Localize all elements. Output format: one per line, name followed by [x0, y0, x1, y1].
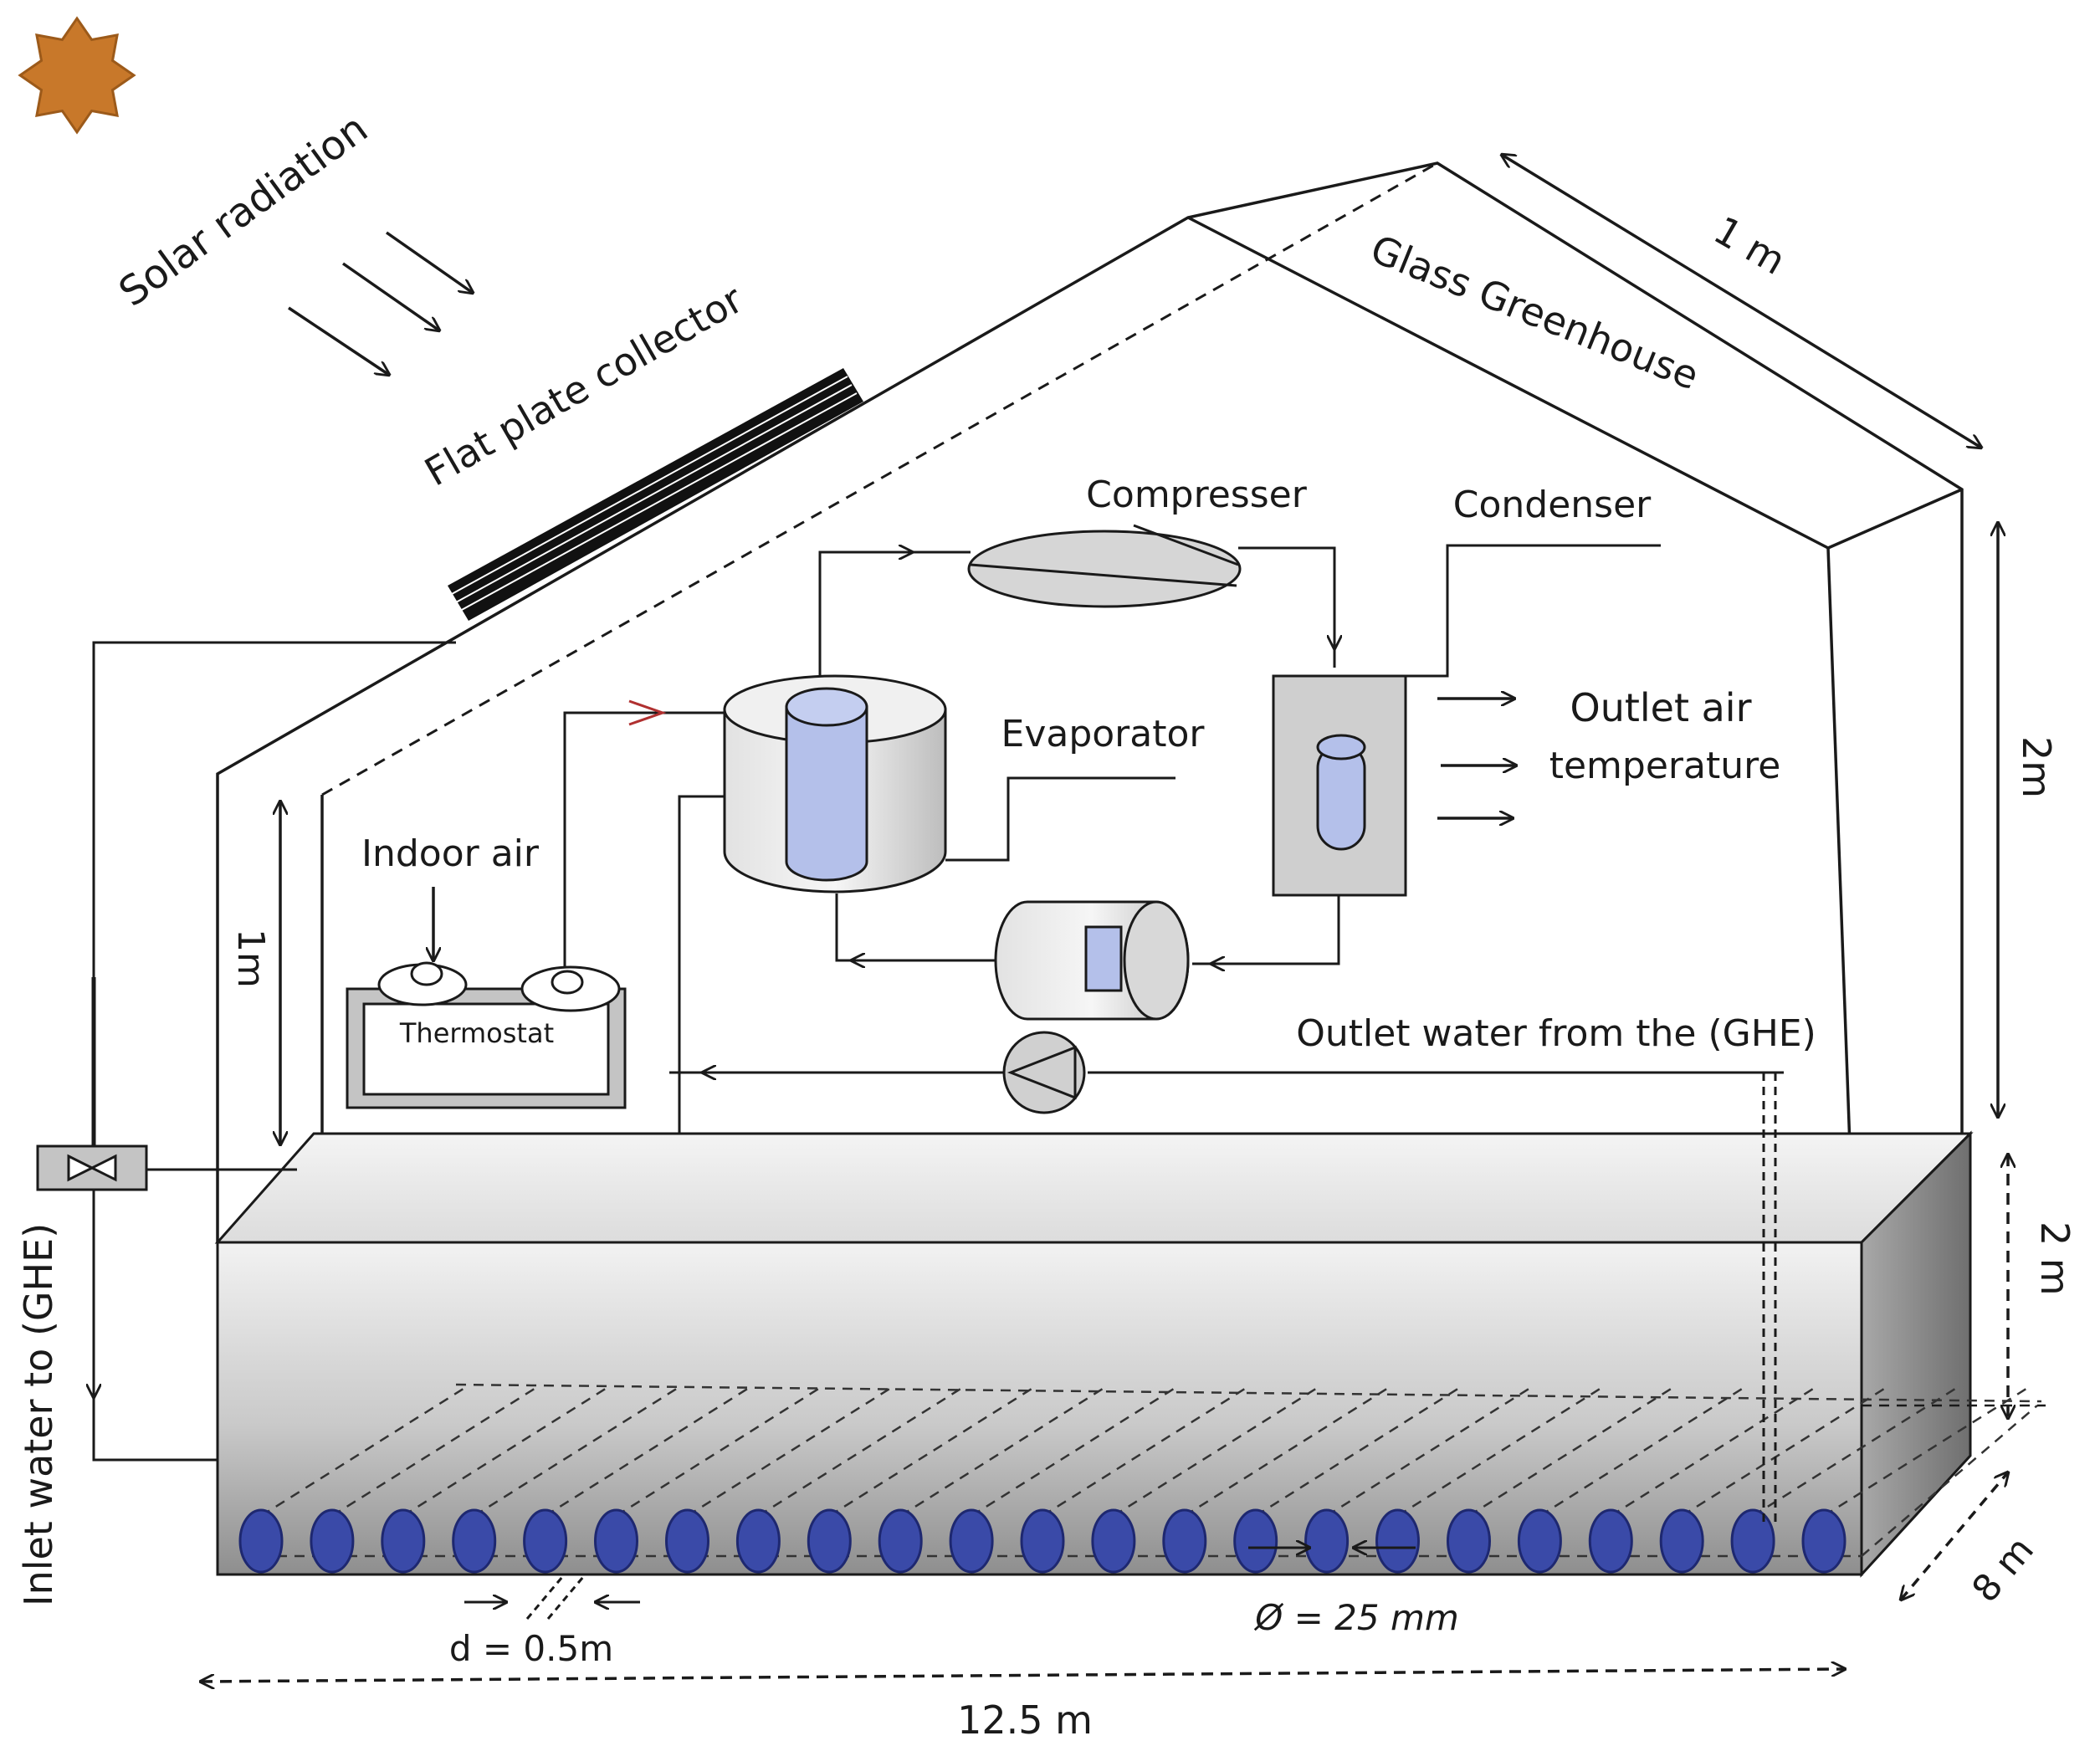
pipe-grid-line	[1823, 1385, 2030, 1518]
ground-pipe	[1091, 1508, 1136, 1574]
ground-pipe	[1304, 1508, 1350, 1574]
solar-radiation-arrows	[288, 231, 473, 375]
pipe-grid-line	[544, 1385, 751, 1518]
inlet-water-piping	[94, 641, 456, 1462]
pipe-grid-line	[1113, 1385, 1319, 1518]
pipe-grid-line	[331, 1385, 538, 1518]
evaporator	[723, 674, 947, 893]
pipe-grid-line	[1681, 1385, 1887, 1518]
diameter-label: Ø = 25 mm	[1253, 1597, 1459, 1638]
pipe-grid-line	[1042, 1385, 1248, 1518]
ground-heat-exchanger-box	[214, 1130, 1974, 1578]
evaporator-label: Evaporator	[1001, 713, 1206, 755]
spacing-label: d = 0.5m	[449, 1628, 613, 1669]
pipe-grid-line	[1184, 1385, 1391, 1518]
inlet-water-label: Inlet water to (GHE)	[16, 1223, 61, 1606]
width-label: 8 m	[1964, 1528, 2042, 1610]
ground-pipe	[807, 1508, 852, 1574]
pipe-grid-line	[474, 1385, 680, 1518]
heat-pump-piping	[563, 544, 1784, 1134]
pipe-grid-line	[402, 1385, 609, 1518]
ground-pipe	[1588, 1508, 1633, 1574]
pipe-grid-line	[1255, 1385, 1462, 1518]
glass-greenhouse-label: Glass Greenhouse	[1365, 226, 1705, 398]
valve-icon	[36, 1144, 148, 1191]
pipe-grid-line	[971, 1385, 1177, 1518]
ground-pipe	[1375, 1508, 1420, 1574]
ground-pipe	[878, 1508, 923, 1574]
pipe-grid-line	[828, 1385, 1035, 1518]
outlet-air-label: Outlet air	[1570, 685, 1751, 730]
ground-pipes	[238, 1508, 1846, 1574]
ground-pipe	[1517, 1508, 1562, 1574]
roof-dimension-label: 1 m	[1707, 207, 1794, 284]
sun-icon	[18, 16, 136, 135]
length-label: 12.5 m	[957, 1697, 1093, 1743]
greenhouse-outline	[216, 161, 1964, 1242]
ground-pipe	[1801, 1508, 1846, 1574]
spacing-dimension	[464, 1576, 640, 1620]
outlet-air-arrows	[1437, 699, 1516, 818]
wall-height-label: 2m	[2014, 736, 2059, 798]
pipe-grid-line	[1610, 1385, 1816, 1518]
pump-icon	[1002, 1031, 1086, 1114]
pipe-grid-line	[1325, 1385, 1533, 1518]
ground-pipe	[238, 1508, 284, 1574]
pipe-grid-line	[1539, 1385, 1746, 1518]
ground-pipe	[594, 1508, 638, 1574]
ground-depth-label: 2 m	[2032, 1221, 2077, 1296]
condenser	[1272, 674, 1407, 897]
length-arrow	[201, 1669, 1845, 1682]
pipe-grid-line	[1467, 1385, 1675, 1518]
ground-pipe	[381, 1508, 426, 1574]
indoor-air-label: Indoor air	[361, 832, 540, 875]
ground-pipe	[1020, 1508, 1065, 1574]
pipe-grid-line	[1396, 1385, 1604, 1518]
outlet-air-temperature-label: temperature	[1549, 745, 1781, 787]
compressor-label: Compresser	[1086, 474, 1308, 516]
expansion-valve	[994, 900, 1190, 1021]
pipe-grid-line	[757, 1385, 965, 1518]
pipe-grid-line	[686, 1385, 894, 1518]
pipe-grid-line	[899, 1385, 1106, 1518]
pipe-grid-dashed	[259, 1383, 2042, 1558]
ground-pipe	[1233, 1508, 1278, 1574]
thermostat	[346, 961, 627, 1109]
pipe-grid-line	[1752, 1385, 1959, 1518]
compressor	[967, 524, 1242, 608]
ground-pipe	[1447, 1508, 1491, 1574]
solar-radiation-label: Solar radiation	[110, 105, 376, 316]
ground-pipe	[310, 1508, 355, 1574]
flat-plate-collector	[448, 368, 863, 621]
pipe-grid-line	[260, 1385, 467, 1518]
pipe-grid-line	[615, 1385, 822, 1518]
indoor-air-flow-arrow	[628, 699, 667, 726]
condenser-label: Condenser	[1453, 484, 1652, 526]
roof-dimension-arrow	[1502, 155, 1981, 448]
ground-pipe	[665, 1508, 709, 1574]
thermostat-label: Thermostat	[399, 1017, 554, 1049]
ground-pipe	[452, 1508, 497, 1574]
ground-pipe	[1730, 1508, 1775, 1574]
ground-pipe	[735, 1508, 781, 1574]
inner-roof-dashed	[321, 161, 1438, 796]
ground-pipe	[1162, 1508, 1207, 1574]
ground-pipe	[949, 1508, 994, 1574]
outlet-water-label: Outlet water from the (GHE)	[1296, 1012, 1816, 1055]
inner-height-label: 1m	[229, 929, 272, 988]
ground-pipe	[523, 1508, 568, 1574]
ground-pipe	[1659, 1508, 1704, 1574]
